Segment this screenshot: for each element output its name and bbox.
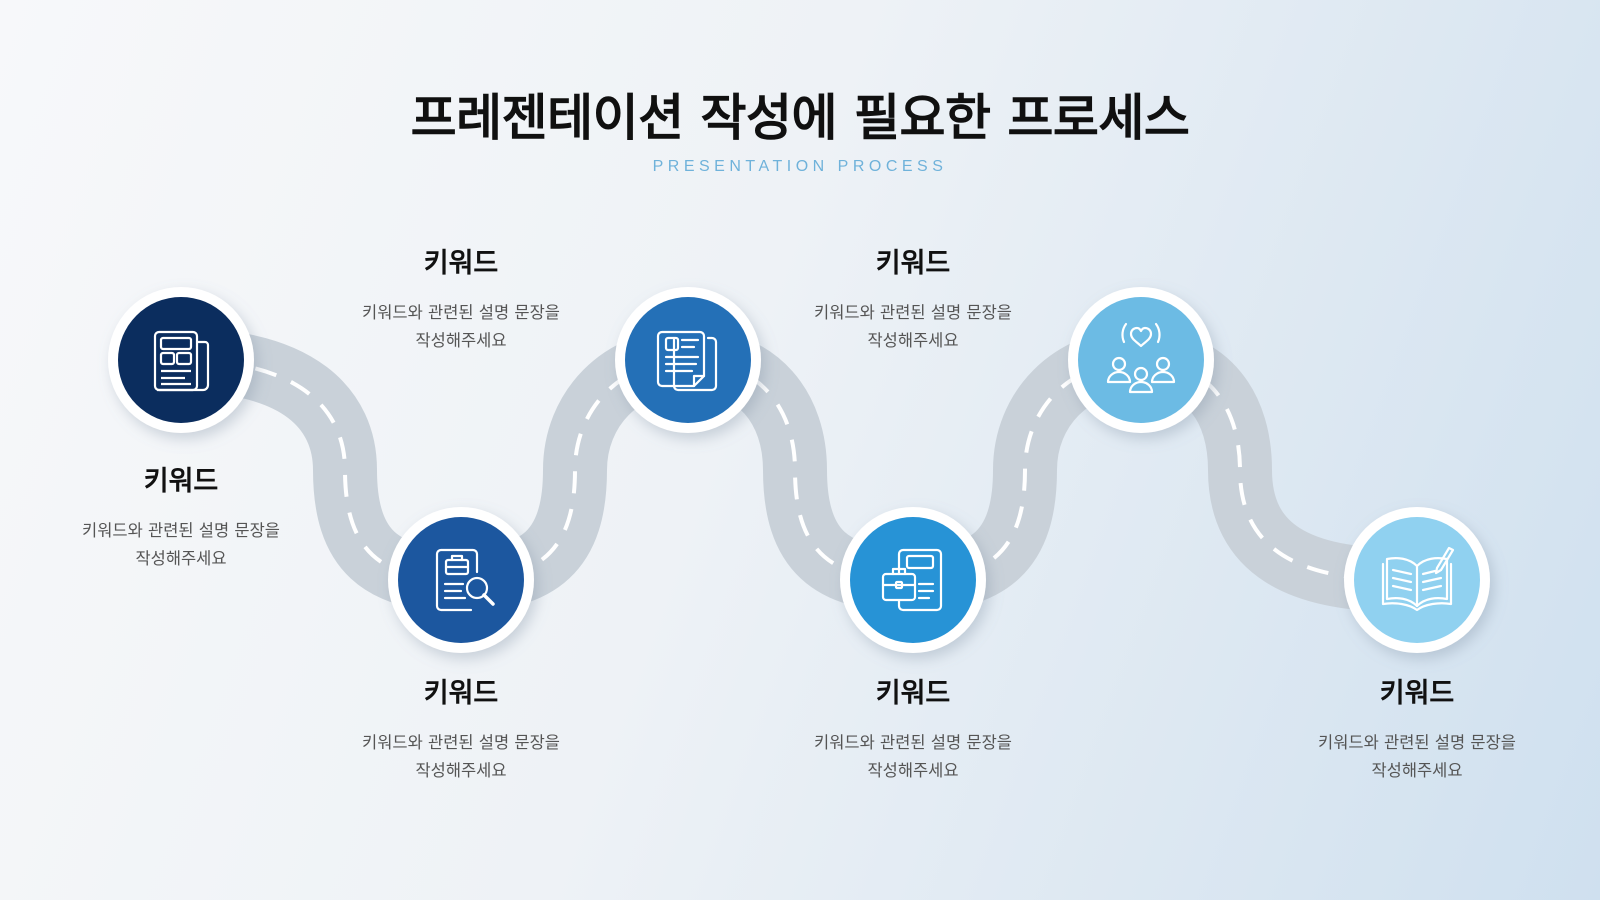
step-5-title: 키워드 bbox=[875, 248, 951, 279]
documents-icon bbox=[656, 330, 718, 392]
step-4-title: 키워드 bbox=[875, 678, 951, 709]
step-node-4 bbox=[840, 507, 986, 653]
step-node-1 bbox=[108, 287, 254, 433]
step-1-title: 키워드 bbox=[143, 466, 219, 497]
step-6-description-line2: 작성해주세요 bbox=[1371, 761, 1463, 780]
team-heart-icon bbox=[1106, 322, 1176, 394]
step-1-description-line1: 키워드와 관련된 설명 문장을 bbox=[82, 521, 280, 540]
step-4-description: 키워드와 관련된 설명 문장을 작성해주세요 bbox=[763, 729, 1063, 785]
newspaper-icon bbox=[153, 330, 210, 392]
step-1-description: 키워드와 관련된 설명 문장을 작성해주세요 bbox=[31, 517, 331, 573]
document-search-icon bbox=[435, 548, 495, 612]
step-3-description: 키워드와 관련된 설명 문장을 작성해주세요 bbox=[311, 299, 611, 355]
step-3-title: 키워드 bbox=[423, 248, 499, 279]
step-node-5 bbox=[1068, 287, 1214, 433]
step-2-description-line1: 키워드와 관련된 설명 문장을 bbox=[362, 733, 560, 752]
step-4-description-line1: 키워드와 관련된 설명 문장을 bbox=[814, 733, 1012, 752]
page-subtitle: PRESENTATION PROCESS bbox=[652, 158, 948, 175]
step-5-description: 키워드와 관련된 설명 문장을 작성해주세요 bbox=[763, 299, 1063, 355]
step-5-description-line2: 작성해주세요 bbox=[867, 331, 959, 350]
step-2-title: 키워드 bbox=[423, 678, 499, 709]
step-node-circle bbox=[625, 297, 751, 423]
open-book-pen-icon bbox=[1381, 546, 1455, 612]
step-node-circle bbox=[1078, 297, 1204, 423]
step-6-description-line1: 키워드와 관련된 설명 문장을 bbox=[1318, 733, 1516, 752]
step-node-circle bbox=[398, 517, 524, 643]
step-node-circle bbox=[118, 297, 244, 423]
step-node-3 bbox=[615, 287, 761, 433]
step-4-description-line2: 작성해주세요 bbox=[867, 761, 959, 780]
page-title: 프레젠테이션 작성에 필요한 프로세스 bbox=[410, 89, 1190, 147]
step-2-description-line2: 작성해주세요 bbox=[415, 761, 507, 780]
step-3-description-line1: 키워드와 관련된 설명 문장을 bbox=[362, 303, 560, 322]
step-6-title: 키워드 bbox=[1379, 678, 1455, 709]
step-3-description-line2: 작성해주세요 bbox=[415, 331, 507, 350]
briefcase-document-icon bbox=[881, 548, 943, 612]
road bbox=[148, 327, 1432, 613]
step-1-description-line2: 작성해주세요 bbox=[135, 549, 227, 568]
step-2-description: 키워드와 관련된 설명 문장을 작성해주세요 bbox=[311, 729, 611, 785]
step-6-description: 키워드와 관련된 설명 문장을 작성해주세요 bbox=[1267, 729, 1567, 785]
step-node-6 bbox=[1344, 507, 1490, 653]
step-5-description-line1: 키워드와 관련된 설명 문장을 bbox=[814, 303, 1012, 322]
step-node-2 bbox=[388, 507, 534, 653]
